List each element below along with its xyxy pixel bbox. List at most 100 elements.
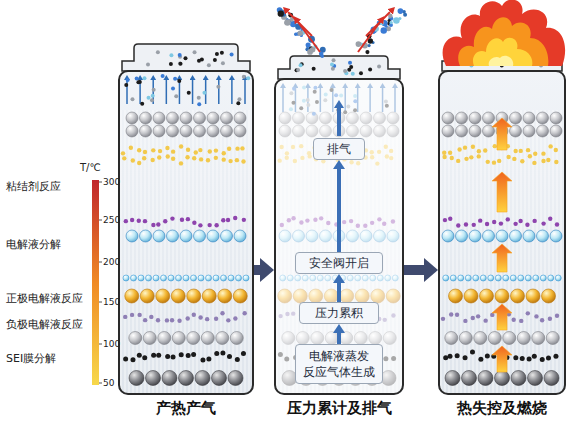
particle — [449, 289, 463, 303]
flame-layer — [443, 0, 566, 66]
battery-cell: 产热产气 — [118, 70, 254, 395]
particle — [153, 125, 165, 137]
particle — [456, 223, 460, 227]
particle — [140, 289, 154, 303]
particle — [228, 159, 232, 163]
particle — [554, 160, 558, 164]
gas-bubble — [368, 44, 371, 47]
particle — [241, 351, 246, 356]
gas-bubble — [278, 10, 284, 16]
gas-bubble — [179, 62, 183, 66]
battery-cell-art — [438, 0, 566, 395]
particle — [442, 112, 454, 124]
particle — [442, 125, 454, 137]
particle — [194, 230, 206, 242]
particle — [469, 230, 481, 242]
electrode-stripe — [561, 110, 562, 395]
gas-bubble — [331, 67, 335, 71]
particle — [192, 156, 196, 160]
particle — [233, 289, 247, 303]
particle — [240, 146, 244, 150]
particle — [480, 275, 486, 281]
tick-mark — [99, 220, 102, 221]
particle — [156, 353, 161, 358]
particle — [198, 223, 202, 227]
particle — [485, 354, 490, 359]
electrode-stripe — [457, 110, 458, 395]
heat-arrow — [492, 346, 512, 372]
reaction-label: SEI膜分解 — [6, 351, 56, 366]
gas-bubble — [202, 91, 206, 95]
particle — [448, 150, 452, 154]
particle — [207, 230, 219, 242]
gas-bubble — [220, 51, 224, 55]
particle — [187, 289, 201, 303]
gas-bubble — [207, 63, 211, 67]
gas-bubble — [135, 77, 139, 81]
particle — [443, 275, 449, 281]
gas-bubble — [377, 64, 381, 68]
particle — [202, 289, 216, 303]
particle — [186, 148, 190, 152]
electrode-stripe — [201, 110, 202, 395]
fade-overlay — [274, 78, 404, 395]
cell-interior — [118, 70, 254, 395]
particle — [158, 332, 171, 345]
particle — [520, 159, 524, 163]
flame — [443, 0, 566, 66]
particle — [214, 351, 219, 356]
gas-bubble — [385, 25, 388, 28]
particle — [548, 217, 552, 221]
particle — [158, 149, 162, 153]
particle — [226, 318, 230, 322]
particle — [167, 125, 179, 137]
particle — [490, 313, 494, 317]
gas-bubble — [393, 17, 400, 24]
particle — [462, 371, 477, 386]
lid-gas — [295, 58, 382, 75]
electrode-stripe — [489, 110, 490, 395]
particle — [163, 219, 167, 223]
cell-interior — [274, 78, 404, 395]
tick-mark — [99, 182, 102, 183]
electrode-stripe — [229, 110, 230, 395]
particle — [216, 332, 229, 345]
tick-label: 300 — [103, 177, 120, 187]
particle — [121, 151, 125, 155]
particle — [185, 316, 189, 320]
particle — [235, 357, 240, 362]
heat-arrow — [492, 118, 512, 150]
particle — [131, 158, 135, 162]
particle — [506, 217, 510, 221]
electrode-stripe — [129, 110, 130, 395]
electrode-stripe — [513, 110, 514, 395]
particle — [443, 218, 447, 222]
particle — [510, 230, 522, 242]
electrode-stripes — [121, 110, 253, 395]
particle — [537, 112, 549, 124]
tick-mark — [99, 262, 102, 263]
particle — [469, 155, 473, 159]
gas-bubble — [332, 58, 336, 62]
gas-bubble — [236, 101, 240, 105]
particle — [540, 318, 544, 322]
electrode-stripe — [177, 110, 178, 395]
particle — [532, 219, 536, 223]
particle — [553, 354, 558, 359]
particle — [459, 332, 472, 345]
electrode-stripe — [441, 110, 442, 395]
gas-bubble — [178, 53, 182, 57]
reaction-label: 粘结剂反应 — [6, 179, 61, 194]
electrode-stripes — [441, 110, 565, 395]
particle — [180, 218, 184, 222]
battery-cell-art — [274, 7, 407, 395]
gas-bubble — [156, 50, 160, 54]
gas-bubble — [359, 71, 363, 75]
gas-bubble — [348, 61, 352, 65]
particle — [503, 275, 509, 281]
electrode-stripe — [157, 110, 158, 395]
particle — [486, 160, 490, 164]
gas-arrow — [231, 80, 233, 104]
particle — [234, 112, 246, 124]
